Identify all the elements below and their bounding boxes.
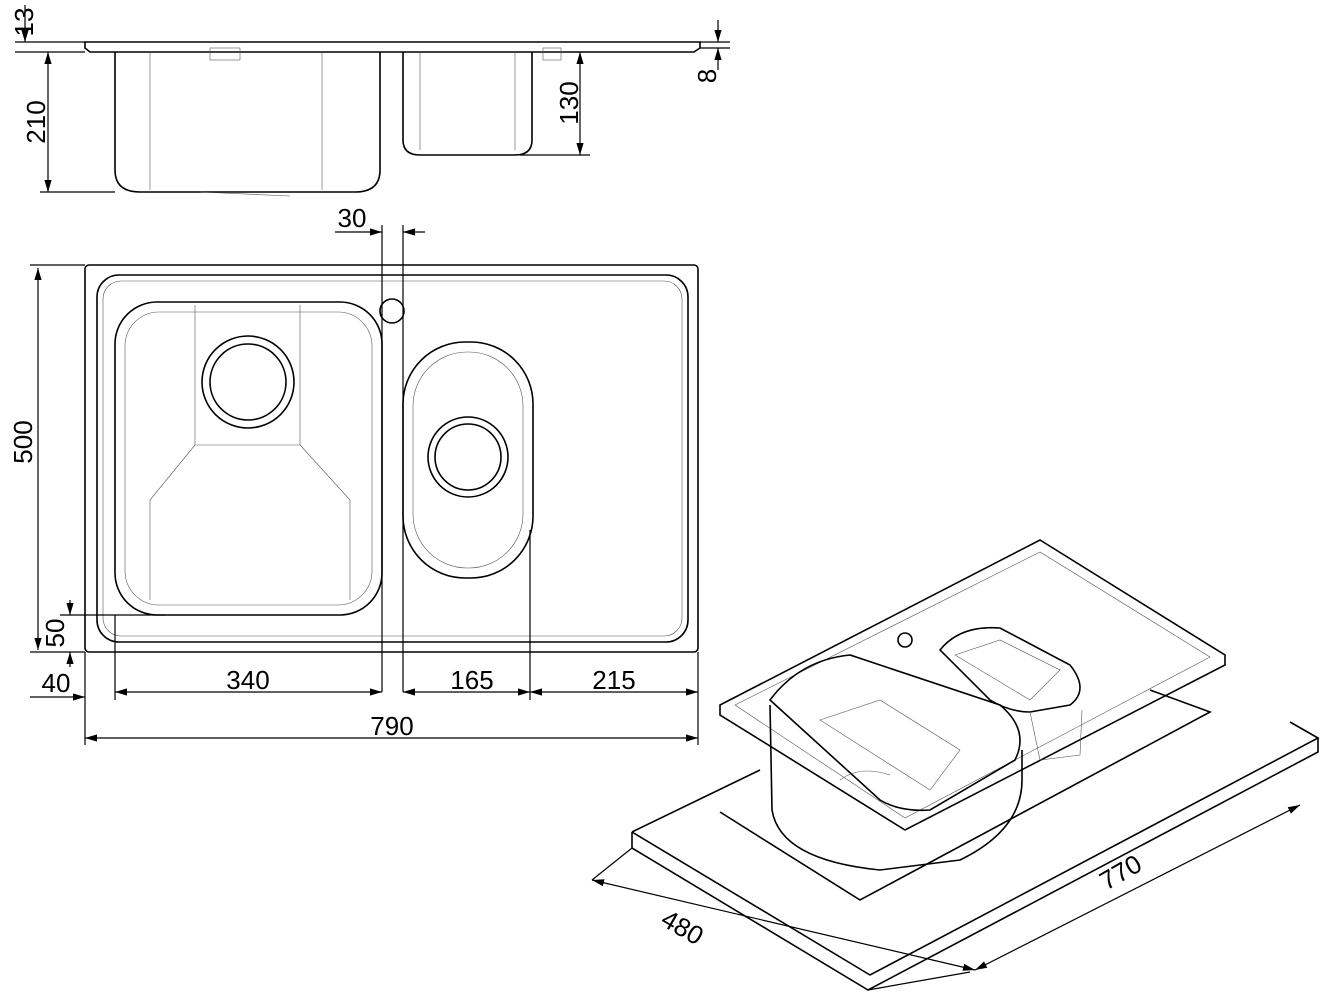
dim-main-bowl-depth: 210 [21,100,51,143]
dim-left-offset: 40 [42,668,71,698]
dim-drainer-width: 215 [592,665,635,695]
dim-overall-width: 790 [370,711,413,741]
plan-view: 30 500 50 40 340 165 215 790 [8,203,699,745]
dim-cutout-depth: 480 [656,903,709,951]
dim-depth: 500 [8,420,38,463]
dim-main-bowl-width: 340 [226,665,269,695]
dim-flange: 8 [692,69,722,83]
dim-front-offset: 50 [40,619,70,648]
dim-small-bowl-width: 165 [450,665,493,695]
dim-rim-thickness: 13 [9,8,39,37]
dim-small-bowl-depth: 130 [554,81,584,124]
isometric-view: 480 770 [591,539,1320,991]
dim-cutout-width: 770 [1094,848,1147,896]
dim-bowl-gap: 30 [338,203,367,233]
elevation-view: 13 210 130 8 [9,5,730,197]
